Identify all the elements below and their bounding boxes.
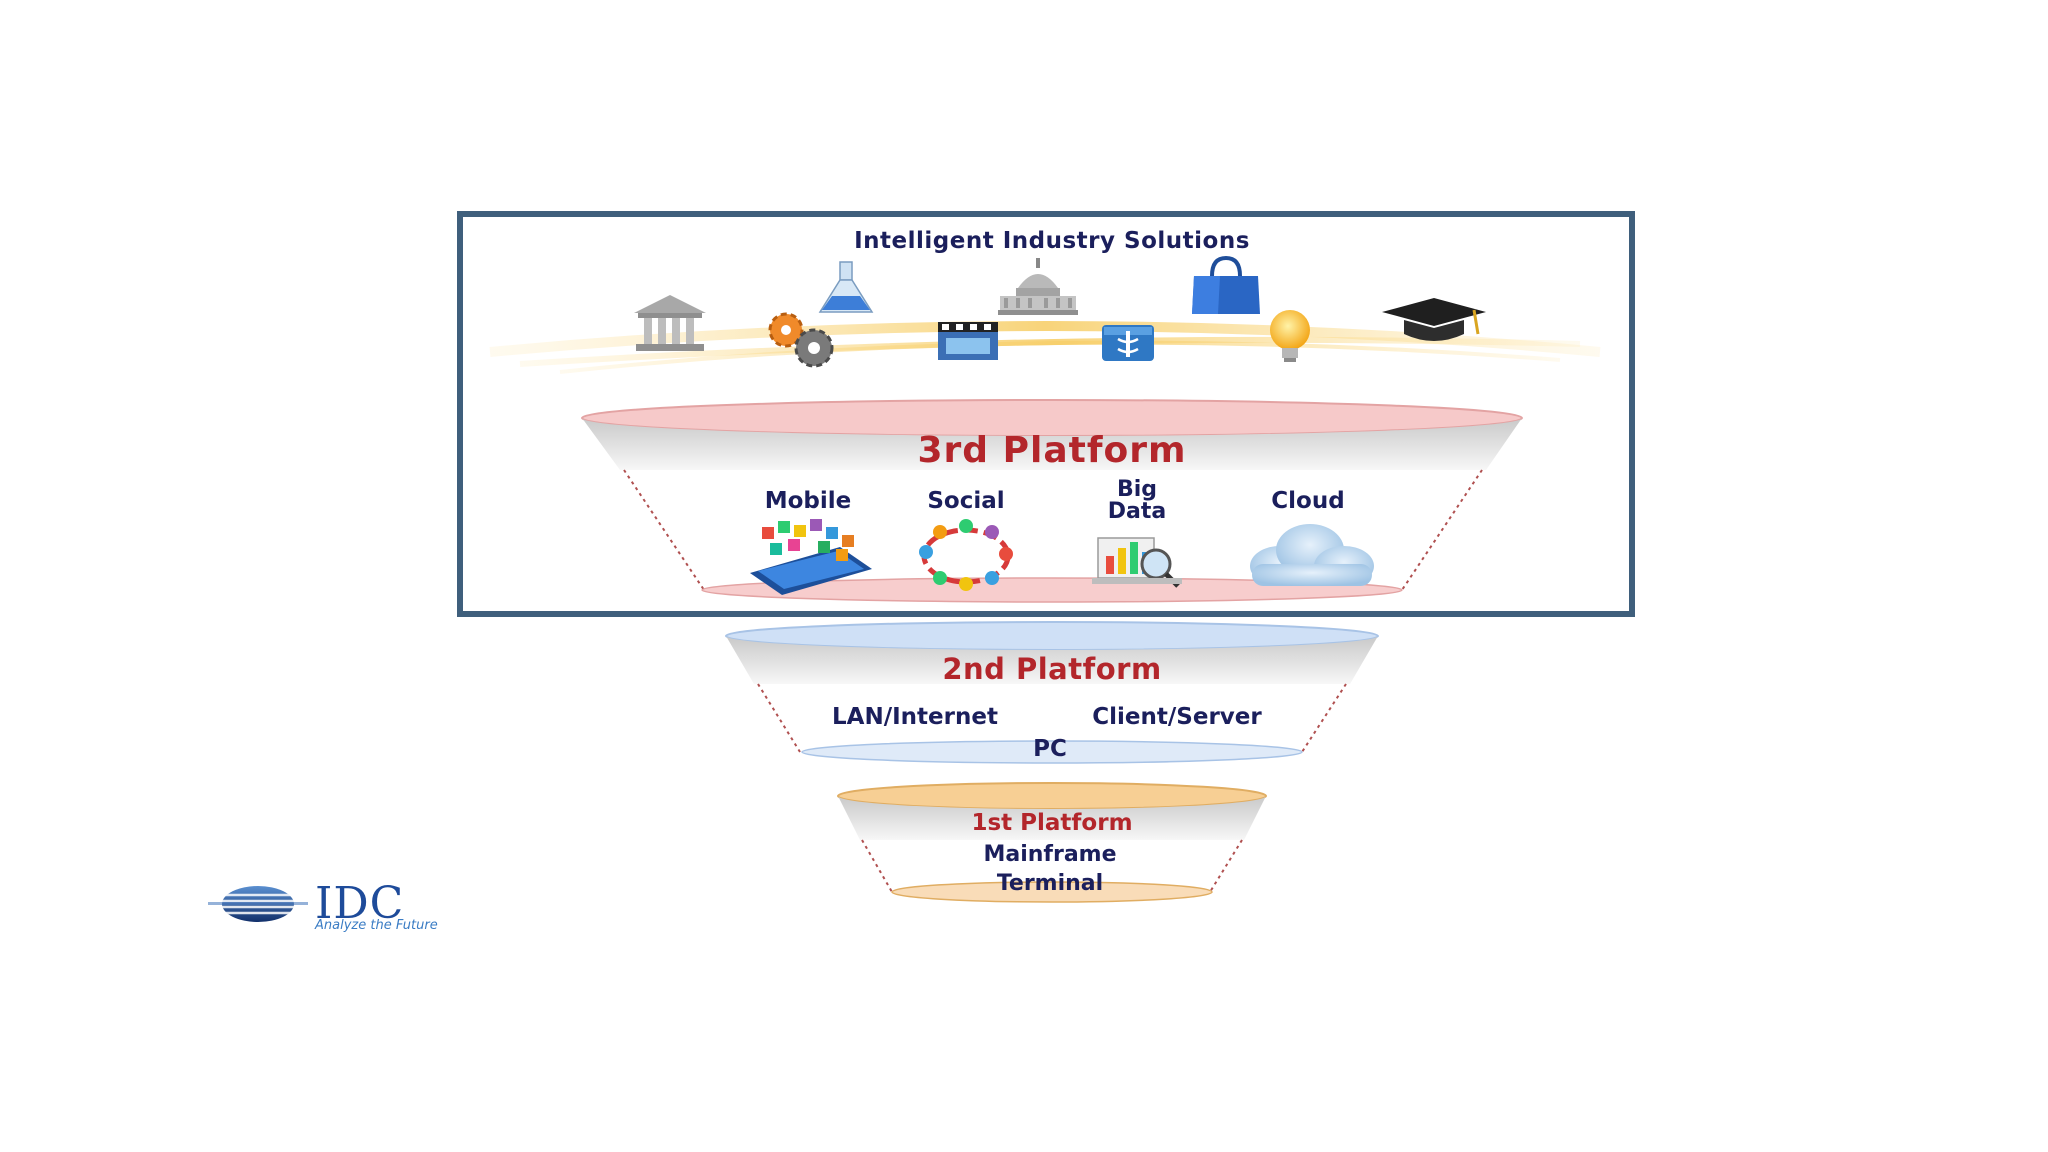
- platform3-item-social: Social: [927, 488, 1005, 514]
- film-icon: [938, 322, 998, 360]
- platform2-title: 2nd Platform: [942, 652, 1162, 686]
- capitol-icon: [998, 258, 1078, 315]
- platform1-item-terminal: Terminal: [996, 871, 1104, 896]
- platform3-item-big-data: Big Data: [1108, 479, 1166, 523]
- platform1-title: 1st Platform: [971, 810, 1133, 836]
- big-data-icon: [1092, 537, 1182, 588]
- platform2-item-lan-internet: LAN/Internet: [832, 704, 998, 730]
- social-network-icon: [919, 519, 1013, 591]
- big-data-line2: Data: [1107, 499, 1167, 524]
- gears-icon: [768, 312, 834, 368]
- graduation-cap-icon: [1382, 298, 1486, 341]
- platform2-device-pc: PC: [1033, 736, 1067, 762]
- flask-icon: [818, 261, 874, 313]
- platform3-funnel: [581, 399, 1523, 603]
- bank-icon: [634, 295, 706, 351]
- platform2-funnel: [725, 621, 1379, 764]
- idc-tagline: Analyze the Future: [315, 918, 438, 933]
- big-data-line1: Big: [1116, 477, 1158, 502]
- platform2-item-client-server: Client/Server: [1092, 704, 1262, 730]
- medical-icon: [1102, 325, 1154, 361]
- platform1-funnel: [837, 782, 1267, 903]
- idc-globe-icon: [208, 886, 308, 922]
- platform3-item-cloud: Cloud: [1271, 488, 1345, 514]
- industry-solutions-title: Intelligent Industry Solutions: [854, 228, 1250, 254]
- platform3-item-mobile: Mobile: [764, 488, 852, 514]
- platform3-title: 3rd Platform: [917, 430, 1187, 471]
- shopping-bag-icon: [1192, 255, 1260, 314]
- platform1-item-mainframe: Mainframe: [983, 842, 1117, 867]
- idc-logo-text: IDC: [315, 878, 405, 929]
- mobile-apps-icon: [750, 519, 872, 595]
- cloud-icon: [1250, 524, 1374, 586]
- lightbulb-icon: [1270, 310, 1310, 362]
